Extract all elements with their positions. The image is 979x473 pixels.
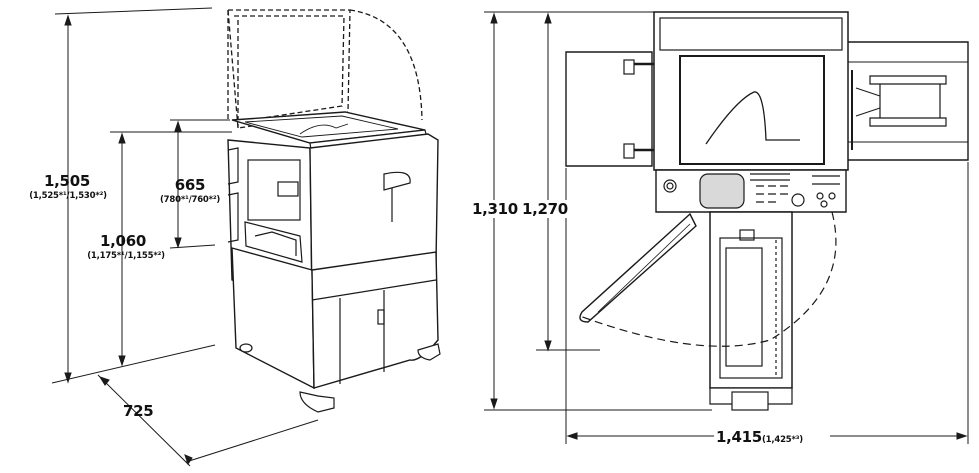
stand-side <box>231 247 315 390</box>
top-view <box>484 11 969 444</box>
width-value: 1,415 <box>716 428 762 446</box>
panel-screen <box>699 173 745 209</box>
scanner-height-alt: (780*¹/760*²) <box>160 195 221 205</box>
width-alt: (1,425*³) <box>761 435 803 445</box>
perspective-view <box>51 7 441 467</box>
body-height-alt: (1,175*¹/1,155*²) <box>87 251 165 261</box>
caster <box>239 343 253 353</box>
scanner-glass <box>679 55 825 165</box>
depth-value: 725 <box>123 402 154 420</box>
feed-tray <box>565 51 653 167</box>
overall-height-alt: (1,525*¹/1,530*²) <box>29 191 107 201</box>
top-depth-value: 1,270 <box>522 200 568 218</box>
width-label: 1,415(1,425*³) <box>716 428 803 447</box>
body-height-value: 1,060 <box>100 232 146 250</box>
top-depth-open-value: 1,310 <box>472 200 518 218</box>
paper-output-tray <box>244 221 303 263</box>
left-dimension-lines <box>51 7 319 467</box>
scanner-height-value: 665 <box>174 176 206 194</box>
overall-height-value: 1,505 <box>44 172 90 190</box>
open-lever <box>579 212 697 323</box>
right-dimension-lines <box>484 11 969 444</box>
swing-arc <box>579 211 837 347</box>
stand-front <box>311 251 439 389</box>
scanner-lid-open-outline <box>227 9 423 129</box>
